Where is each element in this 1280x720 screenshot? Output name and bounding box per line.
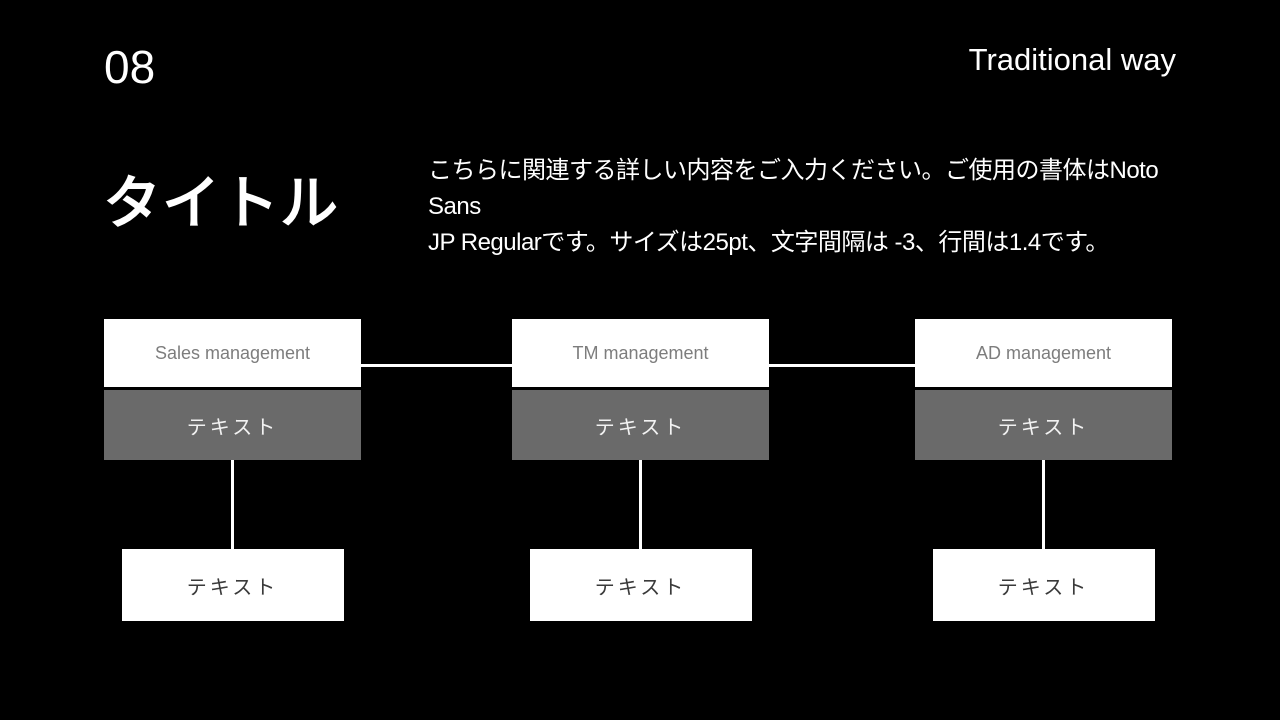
org-node-sub-label: テキスト bbox=[915, 390, 1172, 460]
horizontal-connector-1 bbox=[361, 364, 512, 367]
org-chart-column-ad: AD management テキスト テキスト bbox=[915, 319, 1172, 621]
slide-header-label: Traditional way bbox=[968, 42, 1176, 77]
body-text-line-2: JP Regularです。サイズは25pt、文字間隔は -3、行間は1.4です。 bbox=[428, 229, 1109, 256]
org-node-title: Sales management bbox=[104, 319, 361, 387]
body-text-line-1: こちらに関連する詳しい内容をご入力ください。ご使用の書体はNoto Sans bbox=[428, 157, 1159, 220]
page-number: 08 bbox=[104, 41, 156, 93]
vertical-connector bbox=[1042, 460, 1045, 549]
org-chart-column-sales: Sales management テキスト テキスト bbox=[104, 319, 361, 621]
vertical-connector bbox=[231, 460, 234, 549]
org-node-sub-label: テキスト bbox=[512, 390, 769, 460]
org-chart-column-tm: TM management テキスト テキスト bbox=[512, 319, 769, 621]
slide-title: タイトル bbox=[103, 171, 340, 236]
org-node-title: AD management bbox=[915, 319, 1172, 387]
slide-body-text: こちらに関連する詳しい内容をご入力ください。ご使用の書体はNoto Sans J… bbox=[428, 153, 1198, 261]
vertical-connector bbox=[639, 460, 642, 549]
org-node-leaf: テキスト bbox=[121, 549, 344, 621]
org-node-leaf: テキスト bbox=[932, 549, 1155, 621]
org-node-sub-label: テキスト bbox=[104, 390, 361, 460]
horizontal-connector-2 bbox=[769, 364, 915, 367]
org-chart: Sales management テキスト テキスト TM management… bbox=[0, 319, 1280, 621]
org-node-title: TM management bbox=[512, 319, 769, 387]
org-node-leaf: テキスト bbox=[529, 549, 752, 621]
